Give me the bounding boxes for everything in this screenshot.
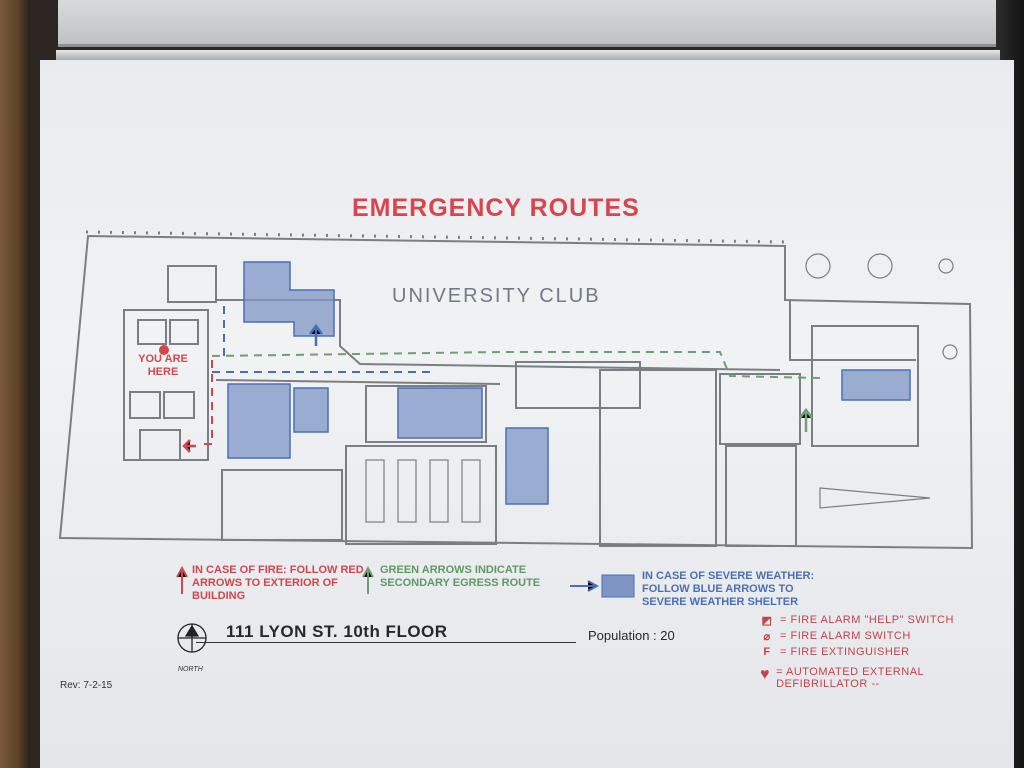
fire-extinguisher-icon: F (763, 646, 771, 658)
legend-green-arrow (362, 565, 374, 594)
shelter-center (397, 387, 483, 439)
key-label: = FIRE ALARM "HELP" SWITCH (780, 614, 954, 626)
heart-icon: ♥ (760, 666, 771, 683)
legend-blue-arrow (570, 580, 600, 592)
fire-alarm-switch-icon: ⌀ (763, 631, 771, 643)
meeting-room-1 (221, 469, 343, 541)
key-defibrillator: ♥ = AUTOMATED EXTERNAL DEFIBRILLATOR -- (760, 666, 960, 690)
shelter-right (841, 369, 911, 401)
top-frame-bar (58, 0, 996, 47)
you-are-here-marker (159, 345, 169, 355)
population-label: Population : 20 (588, 628, 675, 643)
green-arrow-up (799, 407, 813, 432)
elevator-car-2 (169, 319, 199, 345)
key-label: = AUTOMATED EXTERNAL DEFIBRILLATOR -- (776, 666, 924, 690)
page-title: EMERGENCY ROUTES (352, 194, 640, 222)
key-fire-help-switch: ◩ = FIRE ALARM "HELP" SWITCH (760, 614, 954, 627)
address-label: 111 LYON ST. 10th FLOOR (226, 622, 448, 641)
round-table-3 (938, 258, 954, 274)
legend-weather-text: IN CASE OF SEVERE WEATHER: FOLLOW BLUE A… (642, 570, 815, 608)
fire-alarm-help-switch-icon: ◩ (761, 615, 773, 627)
key-label: = FIRE EXTINGUISHER (780, 646, 910, 658)
right-partition (789, 300, 916, 361)
right-service-block (811, 325, 919, 447)
elevator-car-4 (163, 391, 195, 419)
evacuation-map-sheet (40, 60, 1014, 768)
revision-label: Rev: 7-2-15 (60, 680, 113, 691)
round-table-2 (867, 253, 893, 279)
round-table-1 (805, 253, 831, 279)
center-room (365, 385, 487, 443)
shelter-upper (243, 261, 335, 337)
legend-secondary-text: GREEN ARROWS INDICATE SECONDARY EGRESS R… (380, 564, 541, 589)
weather-route (212, 306, 430, 373)
legend-red-arrow (176, 565, 188, 594)
corridor-wall (215, 379, 501, 385)
frame-rail (56, 50, 1000, 60)
fire-route (200, 360, 213, 445)
long-table (819, 487, 931, 509)
address-underline (196, 642, 576, 643)
elevator-car-3 (129, 391, 161, 419)
weather-arrow-up (309, 323, 323, 346)
desk-row-2 (397, 459, 417, 523)
top-left-room (167, 265, 217, 303)
north-label: NORTH (178, 666, 203, 673)
you-are-here-label: YOU ARE HERE (138, 353, 188, 378)
desk-row-3 (429, 459, 449, 523)
fire-arrow (182, 439, 196, 453)
key-fire-alarm-switch: ⌀ = FIRE ALARM SWITCH (760, 630, 911, 643)
mid-room (599, 369, 717, 547)
north-arrow (177, 623, 207, 653)
secondary-route (211, 351, 821, 379)
desk-row-4 (461, 459, 481, 523)
legend-shelter-swatch (601, 574, 635, 598)
key-fire-extinguisher: F = FIRE EXTINGUISHER (760, 646, 910, 658)
shelter-left-small (293, 387, 329, 433)
wood-background-left (0, 0, 30, 768)
shelter-left (227, 383, 291, 459)
meeting-room-2 (345, 445, 497, 545)
elevator-car-1 (137, 319, 167, 345)
round-table-4 (942, 344, 958, 360)
building-label: UNIVERSITY CLUB (392, 285, 601, 307)
key-label: = FIRE ALARM SWITCH (780, 630, 911, 642)
legend-fire-text: IN CASE OF FIRE: FOLLOW RED ARROWS TO EX… (192, 564, 364, 602)
center-right-room (515, 361, 641, 409)
desk-row-1 (365, 459, 385, 523)
shelter-mid (505, 427, 549, 505)
right-room (719, 373, 801, 445)
stair-block (139, 429, 181, 461)
restroom-block (725, 445, 797, 547)
building-outline (58, 234, 974, 550)
